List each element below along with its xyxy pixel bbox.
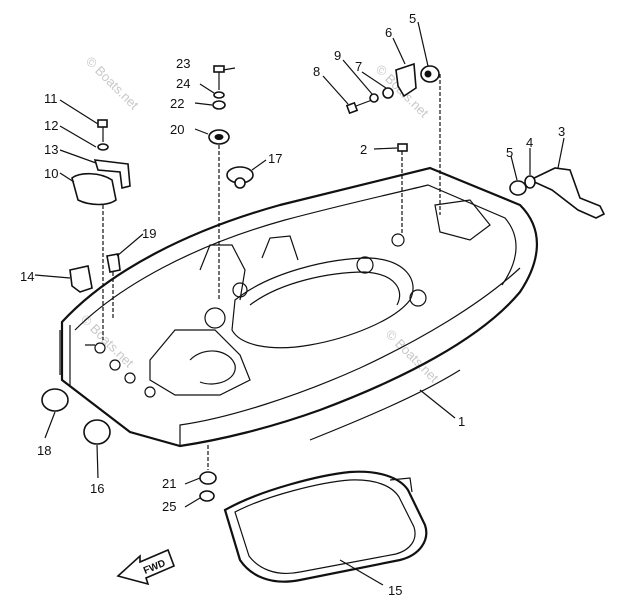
callout-2[interactable]: 2: [360, 142, 367, 157]
cover-14-shape[interactable]: [69, 265, 93, 293]
watermark-4: © Boats.net: [383, 327, 442, 386]
clip-13-shape[interactable]: [93, 159, 131, 189]
bolt-8-shape[interactable]: [345, 101, 359, 115]
callout-6[interactable]: 6: [385, 25, 392, 40]
bolt-23-shape[interactable]: [213, 65, 225, 73]
callout-18[interactable]: 18: [37, 443, 51, 458]
callout-14[interactable]: 14: [20, 269, 34, 284]
callout-20[interactable]: 20: [170, 122, 184, 137]
callout-24[interactable]: 24: [176, 76, 190, 91]
grommet-5-right-shape[interactable]: [509, 180, 527, 196]
nut-22-shape[interactable]: [212, 100, 226, 110]
callout-17[interactable]: 17: [268, 151, 282, 166]
callouts: 1 2 3 4 5 5 6 7 8 9 10 11 12 13 14 15 16…: [20, 11, 565, 598]
small-parts: [41, 62, 606, 502]
watermark-1: © Boats.net: [83, 54, 142, 113]
washer-9-shape[interactable]: [369, 93, 379, 103]
callout-19[interactable]: 19: [142, 226, 156, 241]
bottom-cowling[interactable]: [59, 166, 539, 448]
plug-18-shape[interactable]: [41, 388, 69, 412]
leader-lines: [34, 21, 565, 586]
callout-8[interactable]: 8: [313, 64, 320, 79]
callout-12[interactable]: 12: [44, 118, 58, 133]
callout-16[interactable]: 16: [90, 481, 104, 496]
callout-15[interactable]: 15: [388, 583, 402, 598]
callout-5-top[interactable]: 5: [409, 11, 416, 26]
bolt-11-shape[interactable]: [97, 119, 108, 128]
nut-25-shape[interactable]: [199, 490, 215, 502]
callout-11[interactable]: 11: [44, 91, 58, 106]
lever-3-shape[interactable]: [528, 167, 606, 219]
clip-19-shape[interactable]: [106, 253, 121, 273]
callout-4[interactable]: 4: [526, 135, 533, 150]
bracket-6-shape[interactable]: [395, 62, 417, 98]
callout-21[interactable]: 21: [162, 476, 176, 491]
forward-direction-arrow: FWD: [116, 548, 176, 586]
washer-7-shape[interactable]: [382, 87, 394, 99]
callout-10[interactable]: 10: [44, 166, 58, 181]
callout-7[interactable]: 7: [355, 59, 362, 74]
watermark-3: © Boats.net: [78, 312, 137, 371]
plug-21-shape[interactable]: [199, 471, 217, 485]
callout-22[interactable]: 22: [170, 96, 184, 111]
callout-23[interactable]: 23: [176, 56, 190, 71]
callout-13[interactable]: 13: [44, 142, 58, 157]
screw-2-shape[interactable]: [397, 143, 408, 152]
gasket[interactable]: [223, 470, 428, 583]
callout-25[interactable]: 25: [162, 499, 176, 514]
callout-3[interactable]: 3: [558, 124, 565, 139]
callout-9[interactable]: 9: [334, 48, 341, 63]
washer-24-shape[interactable]: [213, 91, 225, 99]
washer-4-shape[interactable]: [524, 175, 536, 189]
callout-1[interactable]: 1: [458, 414, 465, 429]
watermarks: © Boats.net © Boats.net © Boats.net © Bo…: [78, 54, 442, 386]
callout-5-right[interactable]: 5: [506, 145, 513, 160]
bracket-10-shape[interactable]: [71, 172, 117, 206]
washer-12-shape[interactable]: [97, 143, 109, 151]
plug-16-shape[interactable]: [83, 419, 111, 445]
